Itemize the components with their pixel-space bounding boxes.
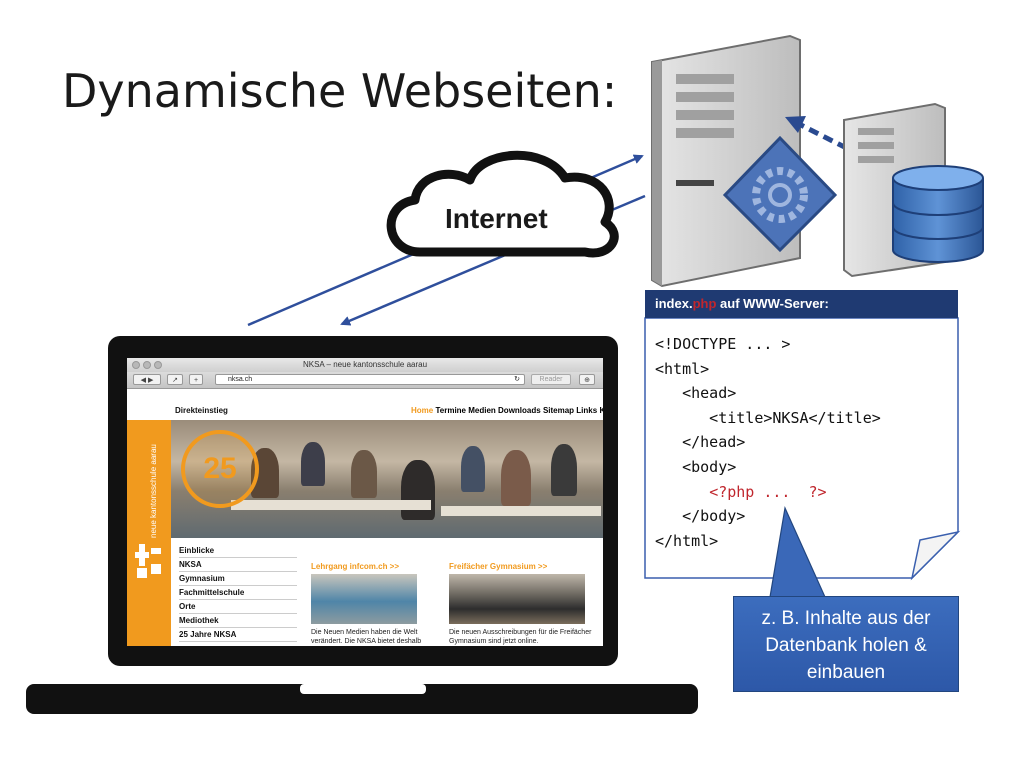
code-line-6: <body>: [655, 457, 737, 476]
browser-window: NKSA – neue kantonsschule aarau ◀ ▶ ↗ + …: [127, 358, 603, 646]
callout-line-2: Datenbank holen &: [765, 635, 927, 656]
menu-item-mediothek[interactable]: Mediothek: [179, 614, 297, 628]
database-icon: [892, 165, 984, 263]
code-page-shape: [644, 317, 961, 581]
menu-item-fachmittelschule[interactable]: Fachmittelschule: [179, 586, 297, 600]
nav-link-home[interactable]: Home: [411, 406, 434, 415]
nav-link-links[interactable]: Links: [576, 406, 598, 415]
site-navigation: Direkteinstieg Home Termine Medien Downl…: [127, 404, 603, 418]
nav-link-k[interactable]: K: [599, 406, 603, 415]
minimize-window-icon[interactable]: [143, 361, 151, 369]
code-panel-header: index.php auf WWW-Server:: [645, 290, 958, 318]
nav-link-medien[interactable]: Medien: [468, 406, 496, 415]
internet-label: Internet: [445, 203, 548, 234]
download-icon[interactable]: ⊕: [579, 374, 595, 385]
code-line-8: </body>: [655, 507, 746, 526]
code-line-5: </head>: [655, 433, 746, 452]
site-menu: Einblicke NKSA Gymnasium Fachmittelschul…: [179, 544, 297, 642]
browser-titlebar: NKSA – neue kantonsschule aarau: [127, 358, 603, 372]
cloud-icon: [386, 150, 619, 258]
menu-item-gymnasium[interactable]: Gymnasium: [179, 572, 297, 586]
url-input[interactable]: nksa.ch ↻: [215, 374, 525, 385]
reload-icon[interactable]: ↻: [514, 376, 520, 383]
code-line-3: <head>: [655, 384, 737, 403]
maximize-window-icon[interactable]: [154, 361, 162, 369]
code-line-4: <title>NKSA</title>: [655, 408, 881, 427]
nav-direkteinstieg[interactable]: Direkteinstieg: [175, 406, 228, 415]
url-text: nksa.ch: [228, 376, 253, 383]
lehrgang-text: Die Neuen Medien haben die Welt veränder…: [311, 629, 422, 645]
browser-window-title: NKSA – neue kantonsschule aarau: [302, 360, 428, 369]
lehrgang-link[interactable]: Lehrgang infcom.ch >>: [311, 562, 400, 571]
code-line-1: <!DOCTYPE ... >: [655, 335, 791, 353]
nav-link-downloads[interactable]: Downloads: [498, 406, 541, 415]
menu-item-25-jahre[interactable]: 25 Jahre NKSA: [179, 628, 297, 642]
code-listing: <!DOCTYPE ... > <html> <head> <title>NKS…: [655, 332, 881, 553]
header-prefix: index.: [655, 296, 693, 311]
slide-title: Dynamische Webseiten:: [62, 64, 618, 118]
nav-link-sitemap[interactable]: Sitemap: [542, 406, 575, 415]
freifaecher-text: Die neuen Ausschreibungen für die Freifä…: [449, 629, 592, 645]
database-callout: z. B. Inhalte aus der Datenbank holen & …: [733, 596, 959, 692]
callout-line-1: z. B. Inhalte aus der: [761, 608, 931, 629]
nav-link-termine[interactable]: Termine: [435, 406, 466, 415]
header-suffix: auf WWW-Server:: [716, 296, 829, 311]
add-tab-icon[interactable]: +: [189, 374, 203, 385]
code-line-7-php: <?php ... ?>: [709, 482, 827, 501]
nksa-logo-icon: [135, 544, 161, 578]
reader-button[interactable]: Reader: [531, 374, 571, 385]
back-forward-button[interactable]: ◀ ▶: [133, 374, 161, 385]
browser-toolbar: ◀ ▶ ↗ + nksa.ch ↻ Reader ⊕: [127, 372, 603, 389]
code-line-7-indent: [655, 483, 709, 501]
share-icon[interactable]: ↗: [167, 374, 183, 385]
vertical-school-name: neue kantonsschule aarau: [149, 444, 158, 538]
close-window-icon[interactable]: [132, 361, 140, 369]
anniversary-badge: 25: [181, 430, 259, 508]
menu-item-nksa[interactable]: NKSA: [179, 558, 297, 572]
freifaecher-image: [449, 574, 585, 624]
gear-icon: [722, 135, 838, 253]
freifaecher-link[interactable]: Freifächer Gymnasium >>: [449, 562, 548, 571]
menu-item-orte[interactable]: Orte: [179, 600, 297, 614]
infcom-image: [311, 574, 417, 624]
code-line-9: </html>: [655, 531, 719, 550]
code-line-2: <html>: [655, 359, 710, 378]
callout-line-3: einbauen: [806, 662, 886, 683]
header-php: php: [692, 296, 717, 311]
orange-sidebar-band: [127, 420, 171, 646]
menu-item-einblicke[interactable]: Einblicke: [179, 544, 297, 558]
